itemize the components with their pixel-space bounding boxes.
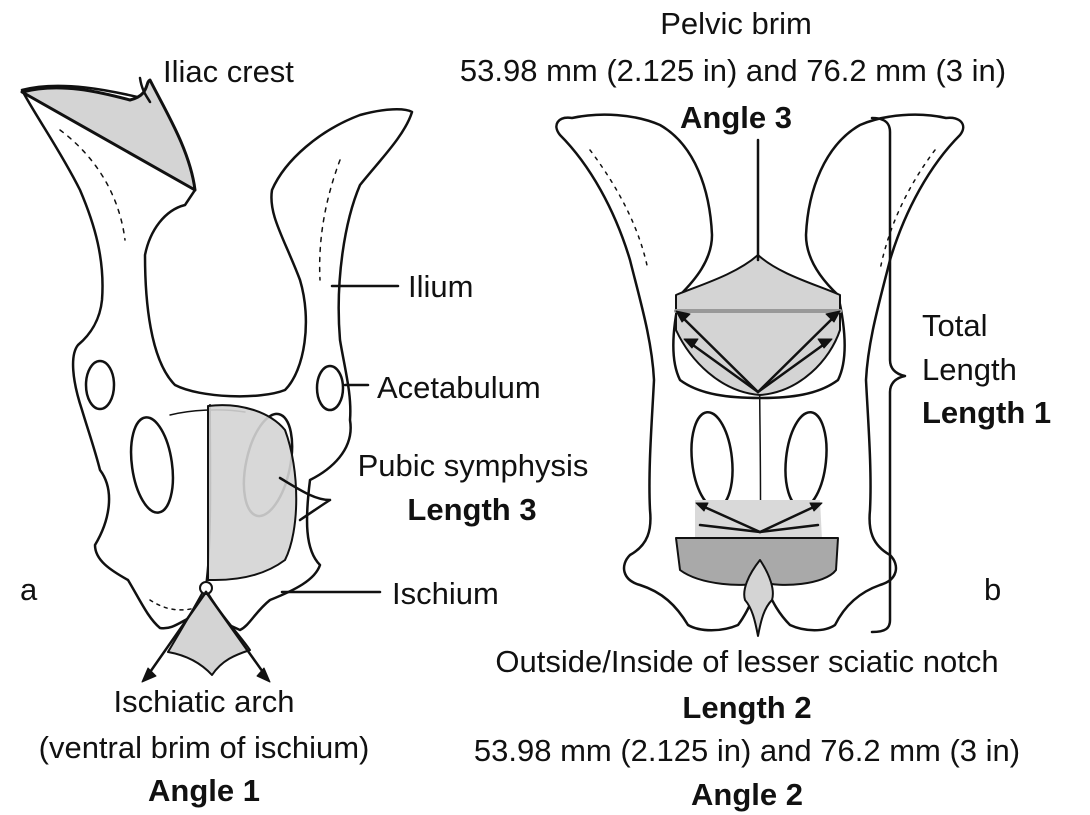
angle-2-label: Angle 2 xyxy=(691,779,803,810)
total-label: Total xyxy=(922,310,987,341)
panel-a-letter: a xyxy=(20,574,37,605)
sciatic-notch-label: Outside/Inside of lesser sciatic notch xyxy=(495,646,998,677)
acetabulum-right xyxy=(317,366,343,410)
length-2-label: Length 2 xyxy=(682,692,811,723)
obturator-foramen-left xyxy=(126,415,179,516)
ischiatic-arch-note: (ventral brim of ischium) xyxy=(39,732,370,763)
iliac-crest-label: Iliac crest xyxy=(163,56,294,87)
ischiatic-arch-label: Ischiatic arch xyxy=(114,686,295,717)
acetabulum-left xyxy=(86,361,114,409)
brim-depths-label: 53.98 mm (2.125 in) and 76.2 mm (3 in) xyxy=(460,55,1006,86)
notch-depths-label: 53.98 mm (2.125 in) and 76.2 mm (3 in) xyxy=(474,735,1020,766)
pubic-symphysis-shading xyxy=(208,405,296,580)
panel-b-letter: b xyxy=(984,574,1001,605)
pubic-symphysis-label: Pubic symphysis xyxy=(358,450,589,481)
obturator-foramen-b-left xyxy=(687,410,737,510)
sciatic-notch-shading xyxy=(695,500,822,540)
pubic-length-label: Length 3 xyxy=(407,494,536,525)
acetabulum-label: Acetabulum xyxy=(377,372,541,403)
pelvic-brim-label: Pelvic brim xyxy=(660,8,812,39)
angle-3-label: Angle 3 xyxy=(680,102,792,133)
ischium-label: Ischium xyxy=(392,578,499,609)
angle-1-label: Angle 1 xyxy=(148,775,260,806)
obturator-foramen-b-right xyxy=(781,410,831,510)
length-1-label: Length 1 xyxy=(922,397,1051,428)
ischiatic-arch-shading xyxy=(168,588,250,675)
pelvic-brim-shading xyxy=(676,255,840,395)
ilium-label: Ilium xyxy=(408,271,473,302)
length-word-label: Length xyxy=(922,354,1017,385)
